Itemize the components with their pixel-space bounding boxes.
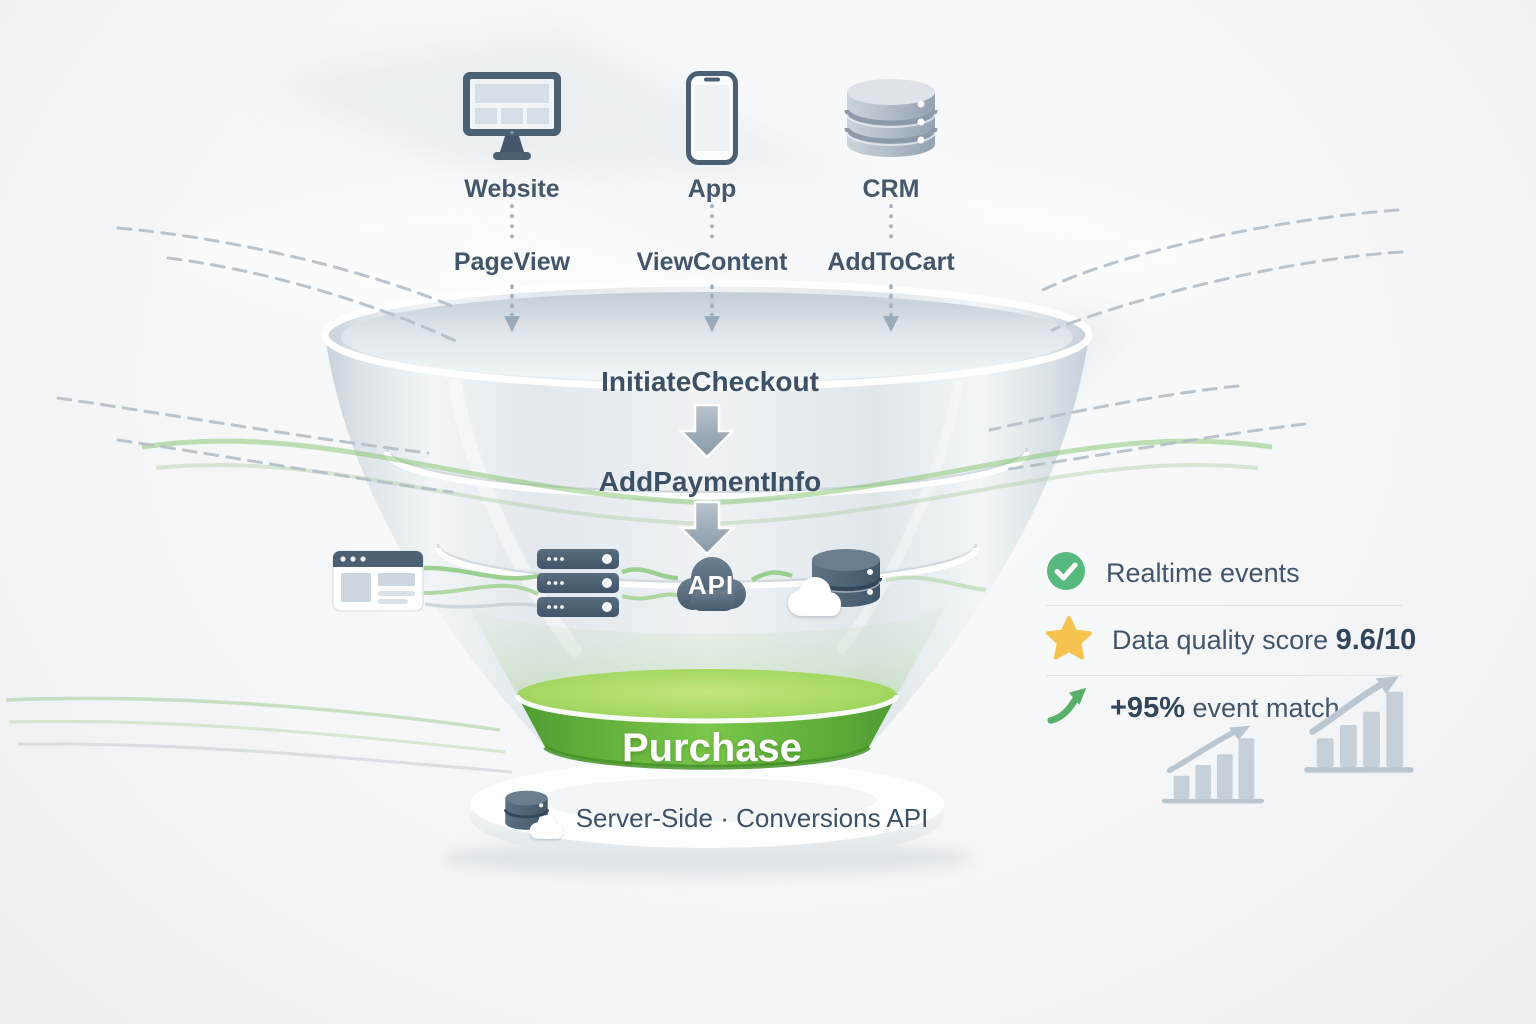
stats-panel: Realtime events Data quality score 9.6/1… [1046,542,1416,741]
bar-chart-large-icon [1302,674,1420,781]
source-label: CRM [862,175,920,203]
event-addtocart: AddToCart [827,248,955,276]
growth-arrow-icon [1046,685,1090,732]
server-side-row: Server-Side · Conversions API [500,782,930,854]
monitor-icon [457,62,567,166]
source-label: App [687,175,737,203]
stat-text: Realtime events [1106,558,1300,588]
down-arrow-icon [677,403,737,556]
stage-purchase: Purchase [621,726,803,770]
stat-value: 9.6/10 [1335,624,1417,656]
database-cloud-icon [784,544,886,627]
platform [442,760,972,876]
stage-initiate-checkout: InitiateCheckout [601,366,819,397]
server-rack-icon [535,548,621,623]
stat-event-match: +95% event match [1046,676,1406,741]
stat-data-quality: Data quality score 9.6/10 [1046,606,1416,675]
database-cloud-small-icon [502,786,564,851]
source-website: Website [427,62,597,204]
stat-realtime-events: Realtime events [1046,542,1406,605]
event-viewcontent: ViewContent [636,248,788,276]
server-side-label: Server-Side · Conversions API [575,802,929,833]
api-cloud-icon: API [669,550,753,616]
stage-add-payment-info: AddPaymentInfo [598,466,822,497]
stat-text: Data quality score 9.6/10 [1112,624,1417,656]
smartphone-icon [685,62,739,166]
source-app: App [627,62,797,204]
stat-text: +95% event match [1110,692,1340,724]
source-crm: CRM [806,62,976,204]
bar-chart-small-icon [1160,724,1270,811]
source-label: Website [464,175,560,203]
purchase-band [465,600,949,770]
stat-value: +95% [1110,692,1185,724]
dotted-connectors [504,204,899,332]
browser-window-icon [332,550,424,617]
database-icon [843,62,939,166]
divider [1046,605,1402,606]
event-pageview: PageView [453,248,571,276]
star-icon [1046,615,1092,666]
divider [1046,675,1402,676]
dashed-flow-lines [56,208,1404,494]
api-label: API [687,570,735,600]
check-circle-icon [1046,551,1086,596]
